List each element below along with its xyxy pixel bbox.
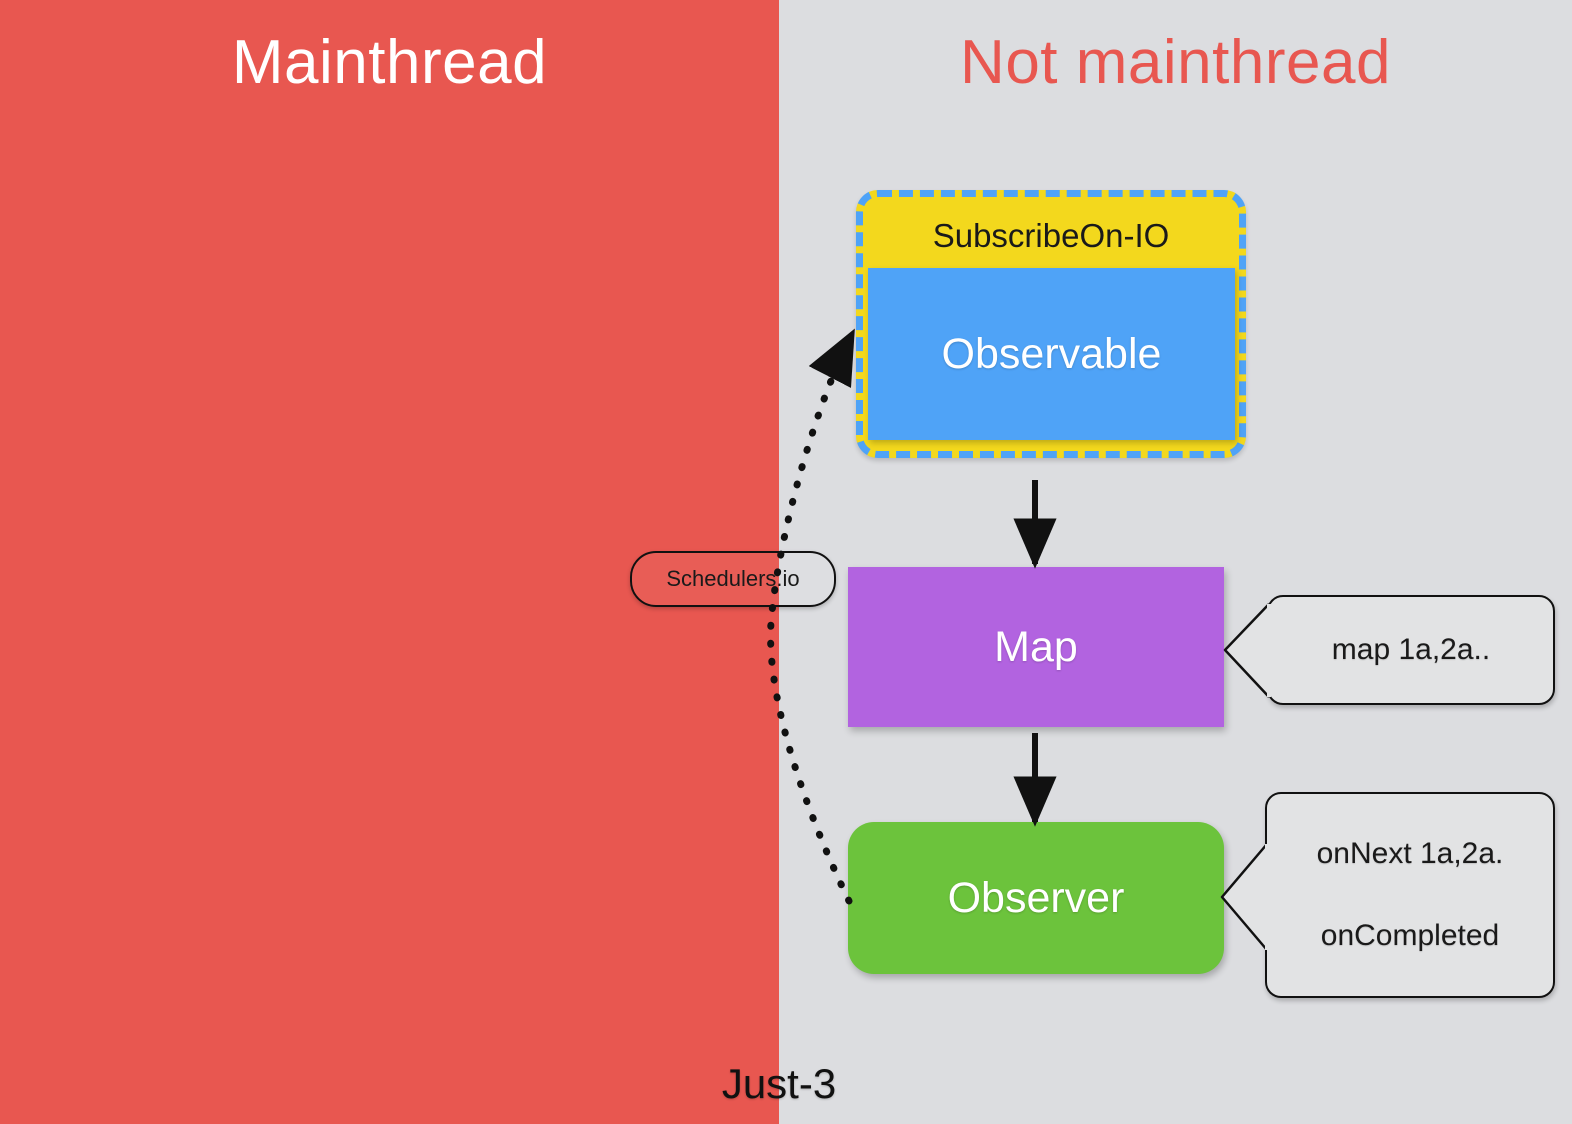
not-mainthread-heading: Not mainthread bbox=[960, 28, 1391, 97]
subscribe-on-io-label: SubscribeOn-IO bbox=[932, 217, 1170, 254]
map-node[interactable]: Map bbox=[848, 567, 1224, 727]
mainthread-heading: Mainthread bbox=[231, 28, 548, 97]
schedulers-io-label: Schedulers.io bbox=[666, 566, 800, 591]
observer-node[interactable]: Observer bbox=[848, 822, 1224, 974]
observer-callout-line-1: onNext 1a,2a. bbox=[1316, 837, 1504, 870]
map-label: Map bbox=[994, 622, 1078, 671]
observer-label: Observer bbox=[947, 873, 1125, 922]
observable-label: Observable bbox=[941, 329, 1162, 378]
observable-node[interactable]: Observable bbox=[868, 268, 1235, 440]
map-callout: map 1a,2a.. bbox=[1267, 595, 1555, 705]
schedulers-io-pill[interactable]: Schedulers.io bbox=[630, 551, 836, 607]
footer-label: Just-3 bbox=[721, 1060, 837, 1107]
observer-callout: onNext 1a,2a. onCompleted bbox=[1265, 792, 1555, 998]
map-callout-line-1: map 1a,2a.. bbox=[1331, 633, 1491, 666]
observer-callout-line-2: onCompleted bbox=[1320, 919, 1500, 952]
